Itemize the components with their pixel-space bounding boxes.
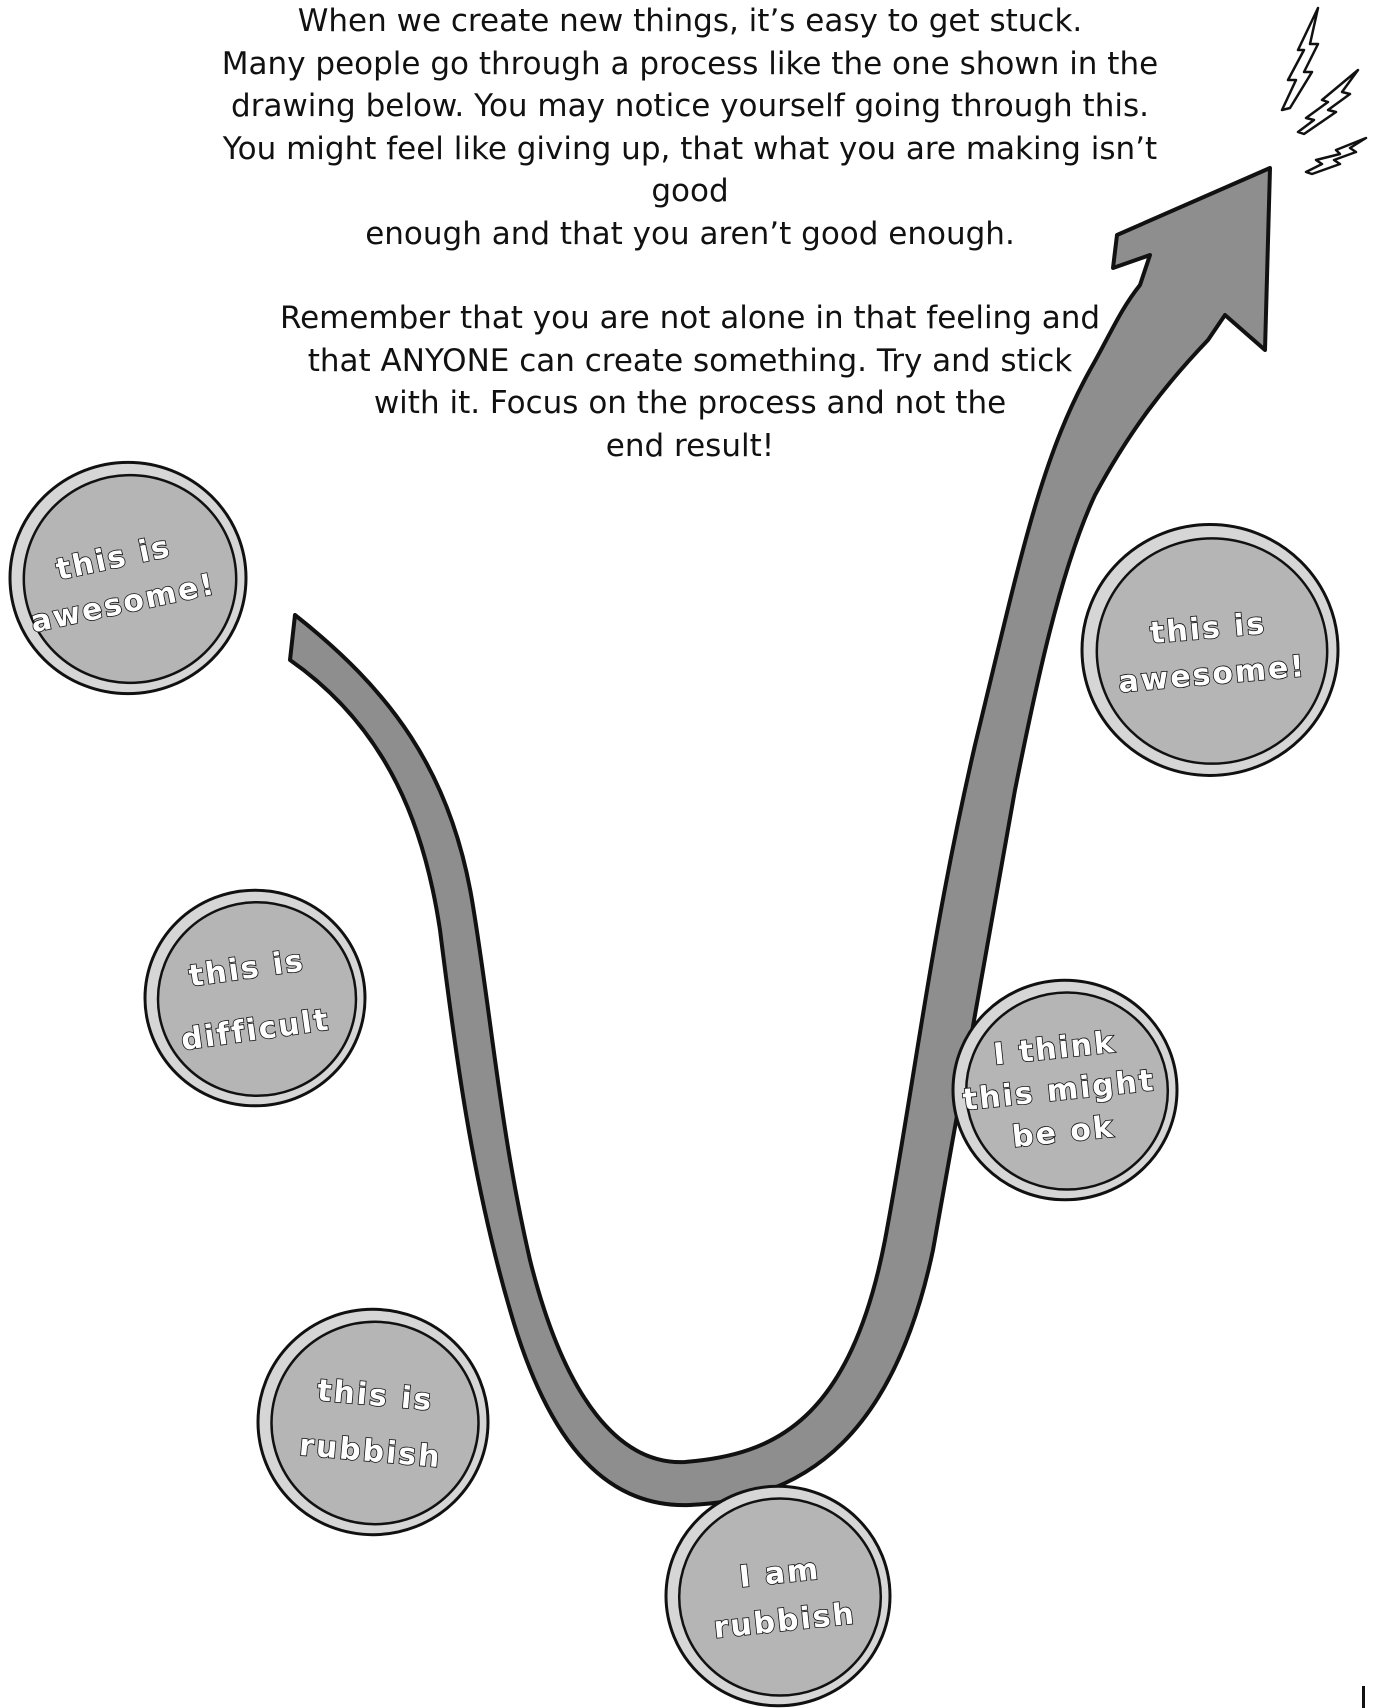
bubble-inner (158, 902, 356, 1096)
bubble-might-be-ok: I thinkthis mightbe ok (953, 980, 1177, 1200)
bubble-end: this isawesome! (1082, 525, 1338, 776)
bubble-rubbish-self: I amrubbish (666, 1486, 890, 1706)
bubble-difficult: this isdifficult (145, 890, 365, 1106)
bubble-start: this isawesome! (10, 462, 246, 693)
bubble-rubbish-work: this isrubbish (258, 1309, 488, 1534)
page-number-mark (1362, 1686, 1365, 1708)
bubble-inner (272, 1322, 479, 1524)
feelings-arrow (290, 168, 1270, 1505)
spark-icon (1306, 138, 1366, 174)
spark-icon (1282, 8, 1318, 110)
